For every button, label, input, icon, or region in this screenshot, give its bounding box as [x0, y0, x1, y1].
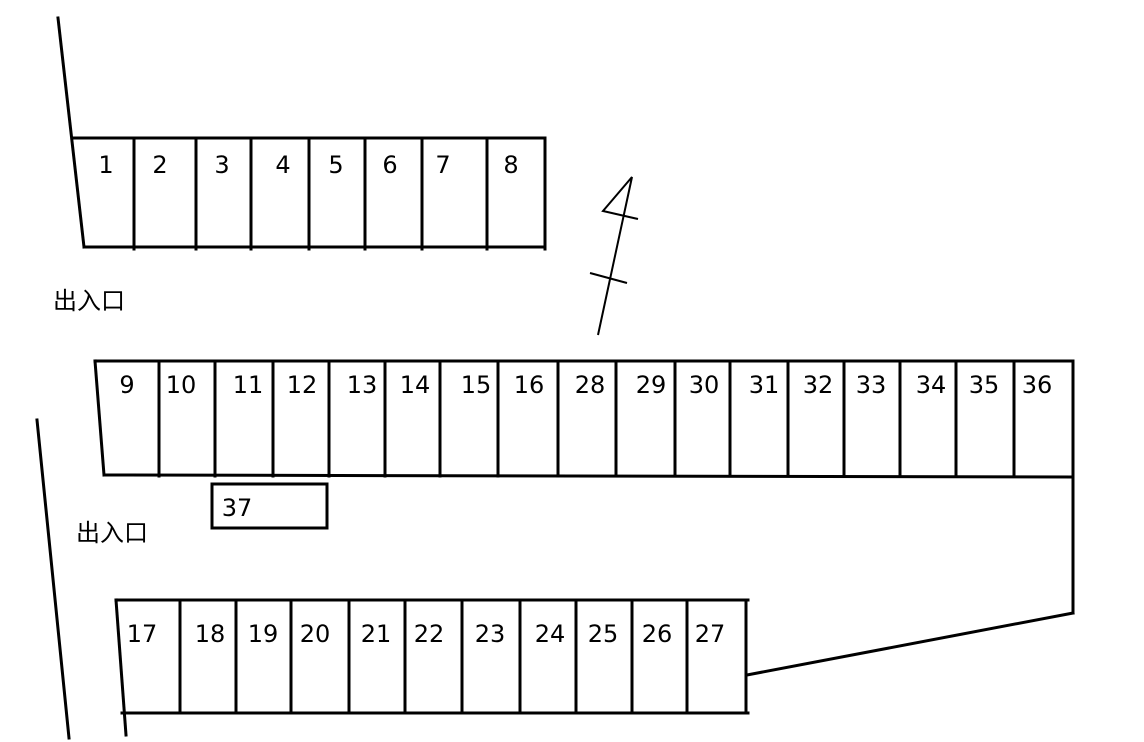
space-number-23: 23: [475, 620, 506, 648]
space-number-15: 15: [461, 371, 492, 399]
space-number-3: 3: [214, 151, 229, 179]
space-number-27: 27: [695, 620, 726, 648]
space-number-37: 37: [222, 494, 253, 522]
space-number-12: 12: [287, 371, 318, 399]
row-middle: [93, 359, 1075, 479]
space-number-32: 32: [803, 371, 834, 399]
space-number-26: 26: [642, 620, 673, 648]
boundary-line-left: [35, 418, 71, 740]
space-number-5: 5: [328, 151, 343, 179]
space-number-36: 36: [1022, 371, 1053, 399]
space-number-2: 2: [152, 151, 167, 179]
space-number-25: 25: [588, 620, 619, 648]
space-number-10: 10: [166, 371, 197, 399]
space-number-20: 20: [300, 620, 331, 648]
space-number-11: 11: [233, 371, 264, 399]
space-number-19: 19: [248, 620, 279, 648]
space-number-8: 8: [503, 151, 518, 179]
space-number-29: 29: [636, 371, 667, 399]
space-number-4: 4: [275, 151, 290, 179]
row-bottom: [114, 598, 750, 737]
space-number-30: 30: [689, 371, 720, 399]
space-number-6: 6: [382, 151, 397, 179]
space-number-35: 35: [969, 371, 1000, 399]
space-37-box: [210, 482, 329, 530]
space-number-14: 14: [400, 371, 431, 399]
space-number-18: 18: [195, 620, 226, 648]
space-number-1: 1: [98, 151, 113, 179]
boundary-line-top-left: [56, 16, 86, 249]
space-number-21: 21: [361, 620, 392, 648]
entrance-label-top: 出入口: [53, 287, 125, 315]
space-number-16: 16: [514, 371, 545, 399]
entrance-label-bottom: 出入口: [76, 519, 148, 547]
space-number-7: 7: [435, 151, 450, 179]
space-number-28: 28: [575, 371, 606, 399]
space-number-34: 34: [916, 371, 947, 399]
space-dividers: [132, 136, 1016, 715]
space-number-33: 33: [856, 371, 887, 399]
space-number-31: 31: [749, 371, 780, 399]
space-number-17: 17: [127, 620, 158, 648]
space-number-13: 13: [347, 371, 378, 399]
north-arrow-icon: [589, 176, 639, 336]
boundary-line-diagonal: [745, 611, 1075, 677]
space-number-9: 9: [119, 371, 134, 399]
space-number-22: 22: [414, 620, 445, 648]
space-number-24: 24: [535, 620, 566, 648]
